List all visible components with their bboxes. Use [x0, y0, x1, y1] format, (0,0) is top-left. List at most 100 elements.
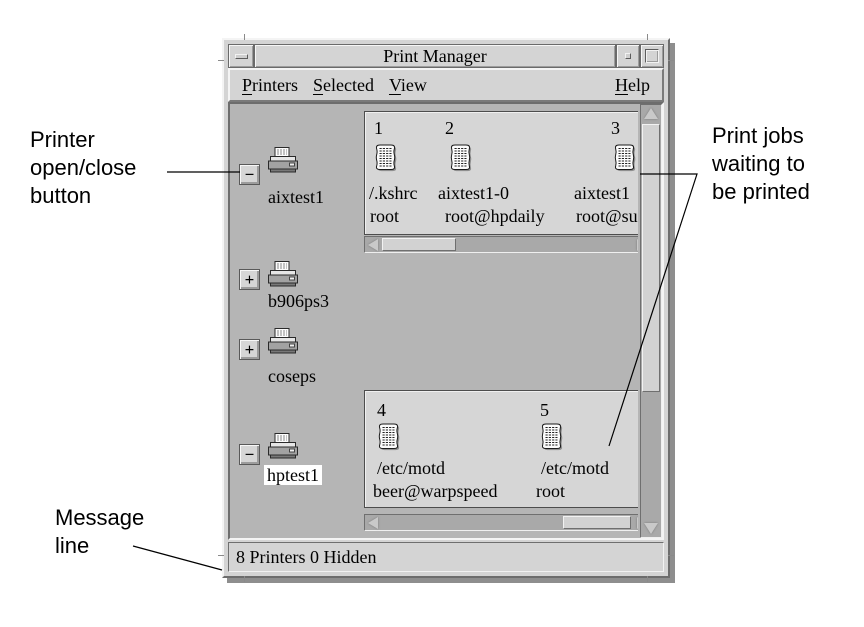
annotation-line: Printer: [30, 127, 95, 152]
toggle-button-aixtest1[interactable]: −: [239, 164, 260, 185]
annotation-printer-open-close: Printer open/close button: [30, 126, 136, 210]
scroll-down-button[interactable]: [641, 520, 661, 537]
menu-printers[interactable]: Printers: [242, 75, 298, 96]
job-number: 1: [374, 118, 383, 138]
menu-help[interactable]: Help: [615, 75, 650, 96]
arrow-left-icon: [367, 238, 378, 251]
printer-label-hptest1[interactable]: hptest1: [264, 465, 322, 485]
arrow-right-icon: [636, 238, 638, 251]
toggle-glyph: +: [244, 270, 255, 289]
annotation-line: Message: [55, 505, 145, 530]
annotation-line: open/close: [30, 155, 137, 180]
printer-icon-coseps[interactable]: [266, 327, 300, 357]
window-menu-button[interactable]: [228, 44, 254, 68]
job-number: 4: [377, 400, 386, 420]
annotation-line: line: [55, 533, 90, 558]
menu-selected[interactable]: Selected: [313, 75, 374, 96]
menu-view-mnemonic: V: [388, 74, 401, 95]
arrow-down-icon: [644, 523, 658, 534]
print-job-icon[interactable]: [375, 421, 401, 451]
printer-icon-aixtest1[interactable]: [266, 146, 300, 176]
print-job-icon[interactable]: [538, 421, 564, 451]
resize-notch: [647, 34, 648, 40]
annotation-line: button: [30, 183, 92, 208]
main-area: − aixtest1 1 /.kshrc root 2 aixtest1-0 r…: [228, 102, 664, 540]
horizontal-scrollbar-hptest1[interactable]: [364, 514, 638, 531]
resize-notch: [668, 555, 674, 556]
minimize-button[interactable]: [616, 44, 640, 68]
message-line: 8 Printers 0 Hidden: [228, 542, 664, 572]
job-file: aixtest1: [574, 183, 630, 203]
scroll-right-button[interactable]: [634, 515, 638, 530]
job-file: /.kshrc: [369, 183, 418, 203]
print-job-icon[interactable]: [447, 142, 473, 172]
job-file: /etc/motd: [377, 458, 445, 478]
annotation-message-line: Message line: [55, 504, 144, 560]
resize-notch: [244, 576, 245, 582]
maximize-button[interactable]: [640, 44, 664, 68]
annotation-print-jobs: Print jobs waiting to be printed: [712, 122, 810, 206]
print-manager-window: Print Manager Printers Selected View Hel…: [218, 34, 674, 582]
callout-line-message: [132, 545, 223, 571]
arrow-up-icon: [644, 108, 658, 119]
print-job-icon[interactable]: [372, 142, 398, 172]
menu-printers-rest: rinters: [252, 74, 298, 95]
resize-notch: [244, 34, 245, 40]
menu-selected-rest: elected: [323, 74, 374, 95]
scroll-right-button[interactable]: [634, 237, 638, 252]
scroll-left-button[interactable]: [365, 237, 380, 252]
toggle-button-hptest1[interactable]: −: [239, 444, 260, 465]
annotation-line: waiting to: [712, 151, 805, 176]
toggle-button-b906ps3[interactable]: +: [239, 269, 260, 290]
job-owner: root: [536, 481, 565, 501]
job-owner: root@su: [576, 206, 638, 226]
arrow-right-icon: [636, 516, 638, 529]
horizontal-scrollbar-aixtest1[interactable]: [364, 236, 638, 253]
small-square-icon: [625, 53, 631, 59]
printer-icon-hptest1[interactable]: [266, 432, 300, 462]
menubar: Printers Selected View Help: [228, 68, 664, 102]
scrollbar-thumb[interactable]: [642, 124, 660, 392]
annotation-line: Print jobs: [712, 123, 804, 148]
printer-icon-b906ps3[interactable]: [266, 260, 300, 290]
resize-notch: [668, 60, 674, 61]
resize-notch: [218, 60, 224, 61]
job-number: 5: [540, 400, 549, 420]
job-panel-aixtest1: 1 /.kshrc root 2 aixtest1-0 root@hpdaily…: [364, 111, 638, 235]
resize-notch: [218, 555, 224, 556]
menu-help-mnemonic: H: [615, 74, 628, 95]
printer-label-coseps[interactable]: coseps: [268, 366, 316, 386]
titlebar[interactable]: Print Manager: [228, 44, 664, 68]
menu-help-rest: elp: [628, 74, 650, 95]
arrow-left-icon: [367, 516, 378, 529]
vertical-scrollbar[interactable]: [640, 104, 662, 538]
scroll-up-button[interactable]: [641, 105, 661, 122]
job-owner: root: [370, 206, 399, 226]
toggle-glyph: +: [244, 340, 255, 359]
printer-label-b906ps3[interactable]: b906ps3: [268, 291, 330, 311]
job-number: 2: [445, 118, 454, 138]
window-title: Print Manager: [254, 44, 616, 68]
menu-printers-mnemonic: P: [242, 74, 253, 95]
print-job-icon[interactable]: [611, 142, 637, 172]
menu-selected-mnemonic: S: [313, 74, 324, 95]
toggle-glyph: −: [244, 445, 255, 464]
status-text: 8 Printers 0 Hidden: [236, 546, 377, 567]
job-file: aixtest1-0: [438, 183, 509, 203]
printer-label-aixtest1[interactable]: aixtest1: [268, 187, 324, 207]
toggle-button-coseps[interactable]: +: [239, 339, 260, 360]
scrollbar-thumb[interactable]: [563, 516, 631, 529]
job-owner: root@hpdaily: [445, 206, 545, 226]
scrollbar-thumb[interactable]: [382, 238, 456, 251]
menu-view[interactable]: View: [389, 75, 427, 96]
printer-canvas: − aixtest1 1 /.kshrc root 2 aixtest1-0 r…: [230, 104, 638, 538]
resize-notch: [647, 576, 648, 582]
job-panel-hptest1: 4 /etc/motd beer@warpspeed 5 /etc/motd r…: [364, 390, 638, 508]
dash-icon: [234, 53, 248, 59]
large-square-icon: [645, 49, 659, 63]
scroll-left-button[interactable]: [365, 515, 380, 530]
job-owner: beer@warpspeed: [373, 481, 498, 501]
menu-view-rest: iew: [400, 74, 427, 95]
toggle-glyph: −: [244, 165, 255, 184]
